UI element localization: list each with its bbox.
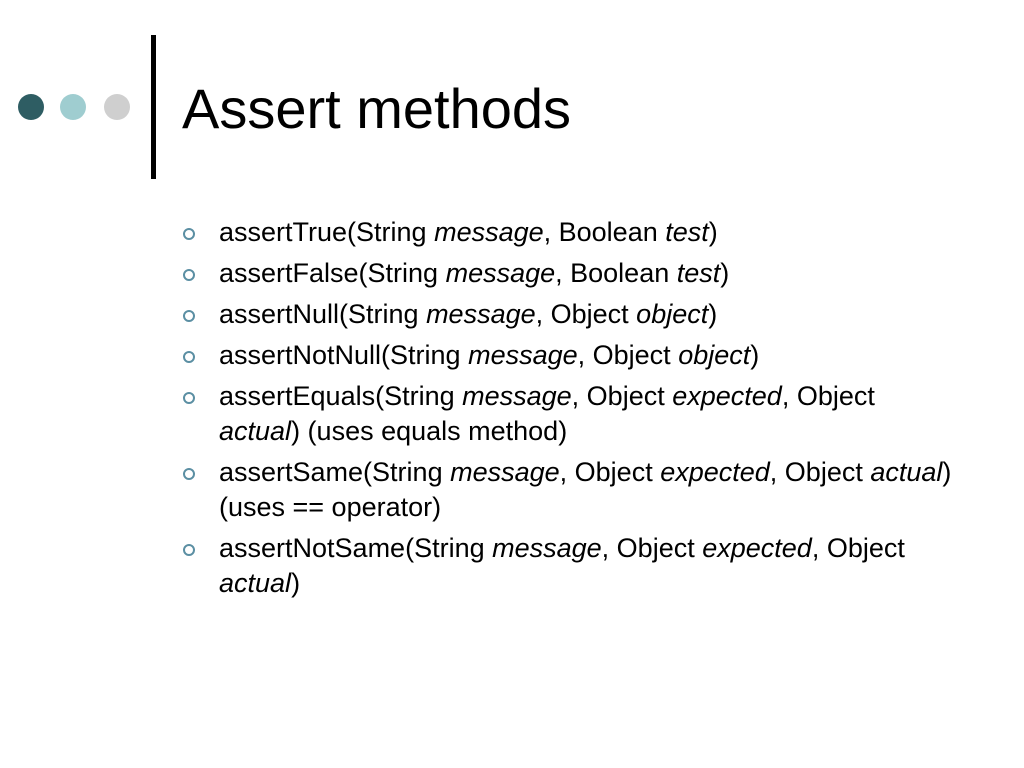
signature-text: , Boolean <box>555 258 677 288</box>
param-name: expected <box>672 381 782 411</box>
bullet-assert-not-null: assertNotNull(String message, Object obj… <box>180 338 960 373</box>
bullet-assert-false: assertFalse(String message, Boolean test… <box>180 256 960 291</box>
param-name: message <box>445 258 556 288</box>
param-name: actual <box>219 416 292 446</box>
param-name: actual <box>870 457 943 487</box>
signature-text: , Object <box>601 533 703 563</box>
bullet-assert-null: assertNull(String message, Object object… <box>180 297 960 332</box>
method-signature: assertSame(String <box>219 457 451 487</box>
method-signature: assertEquals(String <box>219 381 463 411</box>
bullet-assert-same: assertSame(String message, Object expect… <box>180 455 960 525</box>
param-name: expected <box>702 533 812 563</box>
bullet-assert-true: assertTrue(String message, Boolean test) <box>180 215 960 250</box>
signature-text: ) <box>720 258 730 288</box>
signature-text: , Object <box>781 381 875 411</box>
param-name: test <box>665 217 709 247</box>
param-name: message <box>462 381 572 411</box>
signature-text: , Object <box>559 457 661 487</box>
bullet-circle-icon <box>183 228 195 240</box>
param-name: actual <box>219 568 292 598</box>
param-name: message <box>450 457 560 487</box>
title-divider <box>151 35 156 179</box>
decorative-dot-mid <box>60 94 86 120</box>
param-name: expected <box>660 457 770 487</box>
param-name: object <box>678 340 751 370</box>
method-signature: assertTrue(String <box>219 217 435 247</box>
param-name: message <box>434 217 544 247</box>
slide-title: Assert methods <box>182 77 572 140</box>
bullet-assert-equals: assertEquals(String message, Object expe… <box>180 379 960 449</box>
signature-text: ) (uses == operator) <box>219 457 952 522</box>
method-signature: assertFalse(String <box>219 258 446 288</box>
signature-text: , Object <box>571 381 673 411</box>
param-name: object <box>636 299 709 329</box>
method-signature: assertNotNull(String <box>219 340 469 370</box>
bullet-circle-icon <box>183 544 195 556</box>
param-name: test <box>676 258 721 288</box>
bullet-circle-icon <box>183 468 195 480</box>
bullet-circle-icon <box>183 269 195 281</box>
signature-text: , Boolean <box>543 217 666 247</box>
bullet-circle-icon <box>183 351 195 363</box>
signature-text: ) <box>708 217 718 247</box>
signature-text: , Object <box>577 340 679 370</box>
signature-text: ) <box>291 568 301 598</box>
signature-text: , Object <box>769 457 871 487</box>
method-signature: assertNotSame(String <box>219 533 493 563</box>
method-signature: assertNull(String <box>219 299 427 329</box>
bullet-circle-icon <box>183 310 195 322</box>
bullet-assert-not-same: assertNotSame(String message, Object exp… <box>180 531 960 601</box>
param-name: message <box>426 299 536 329</box>
bullet-list: assertTrue(String message, Boolean test)… <box>180 215 960 607</box>
signature-text: , Object <box>535 299 637 329</box>
signature-text: , Object <box>811 533 905 563</box>
bullet-circle-icon <box>183 392 195 404</box>
signature-text: ) (uses equals method) <box>291 416 568 446</box>
decorative-dot-dark <box>18 94 44 120</box>
param-name: message <box>492 533 602 563</box>
signature-text: ) <box>708 299 718 329</box>
param-name: message <box>468 340 578 370</box>
signature-text: ) <box>750 340 760 370</box>
decorative-dot-light <box>104 94 130 120</box>
